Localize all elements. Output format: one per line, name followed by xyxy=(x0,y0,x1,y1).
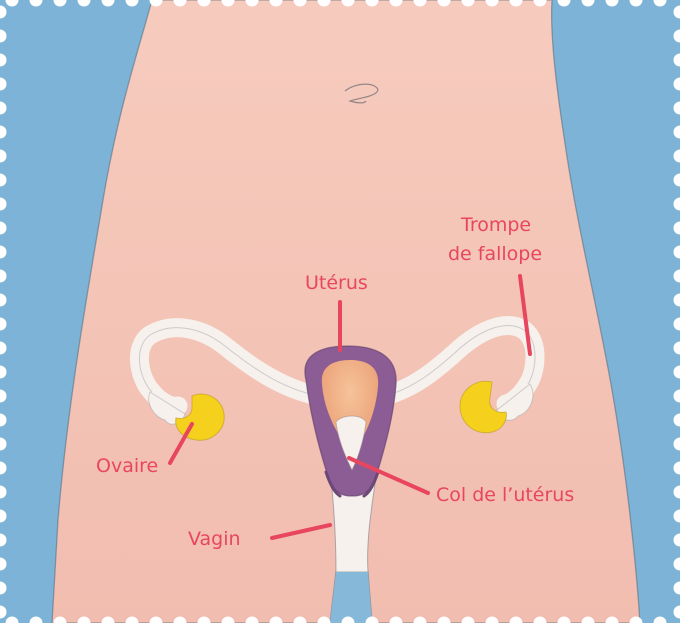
label-uterus: Utérus xyxy=(305,272,368,294)
label-col-uterus: Col de l’utérus xyxy=(436,484,574,506)
label-trompe-line2: de fallope xyxy=(448,243,542,265)
label-ovaire: Ovaire xyxy=(96,455,158,477)
label-vagin: Vagin xyxy=(188,528,241,550)
label-trompe-line1: Trompe xyxy=(461,214,531,236)
vagina-opening xyxy=(330,572,372,623)
